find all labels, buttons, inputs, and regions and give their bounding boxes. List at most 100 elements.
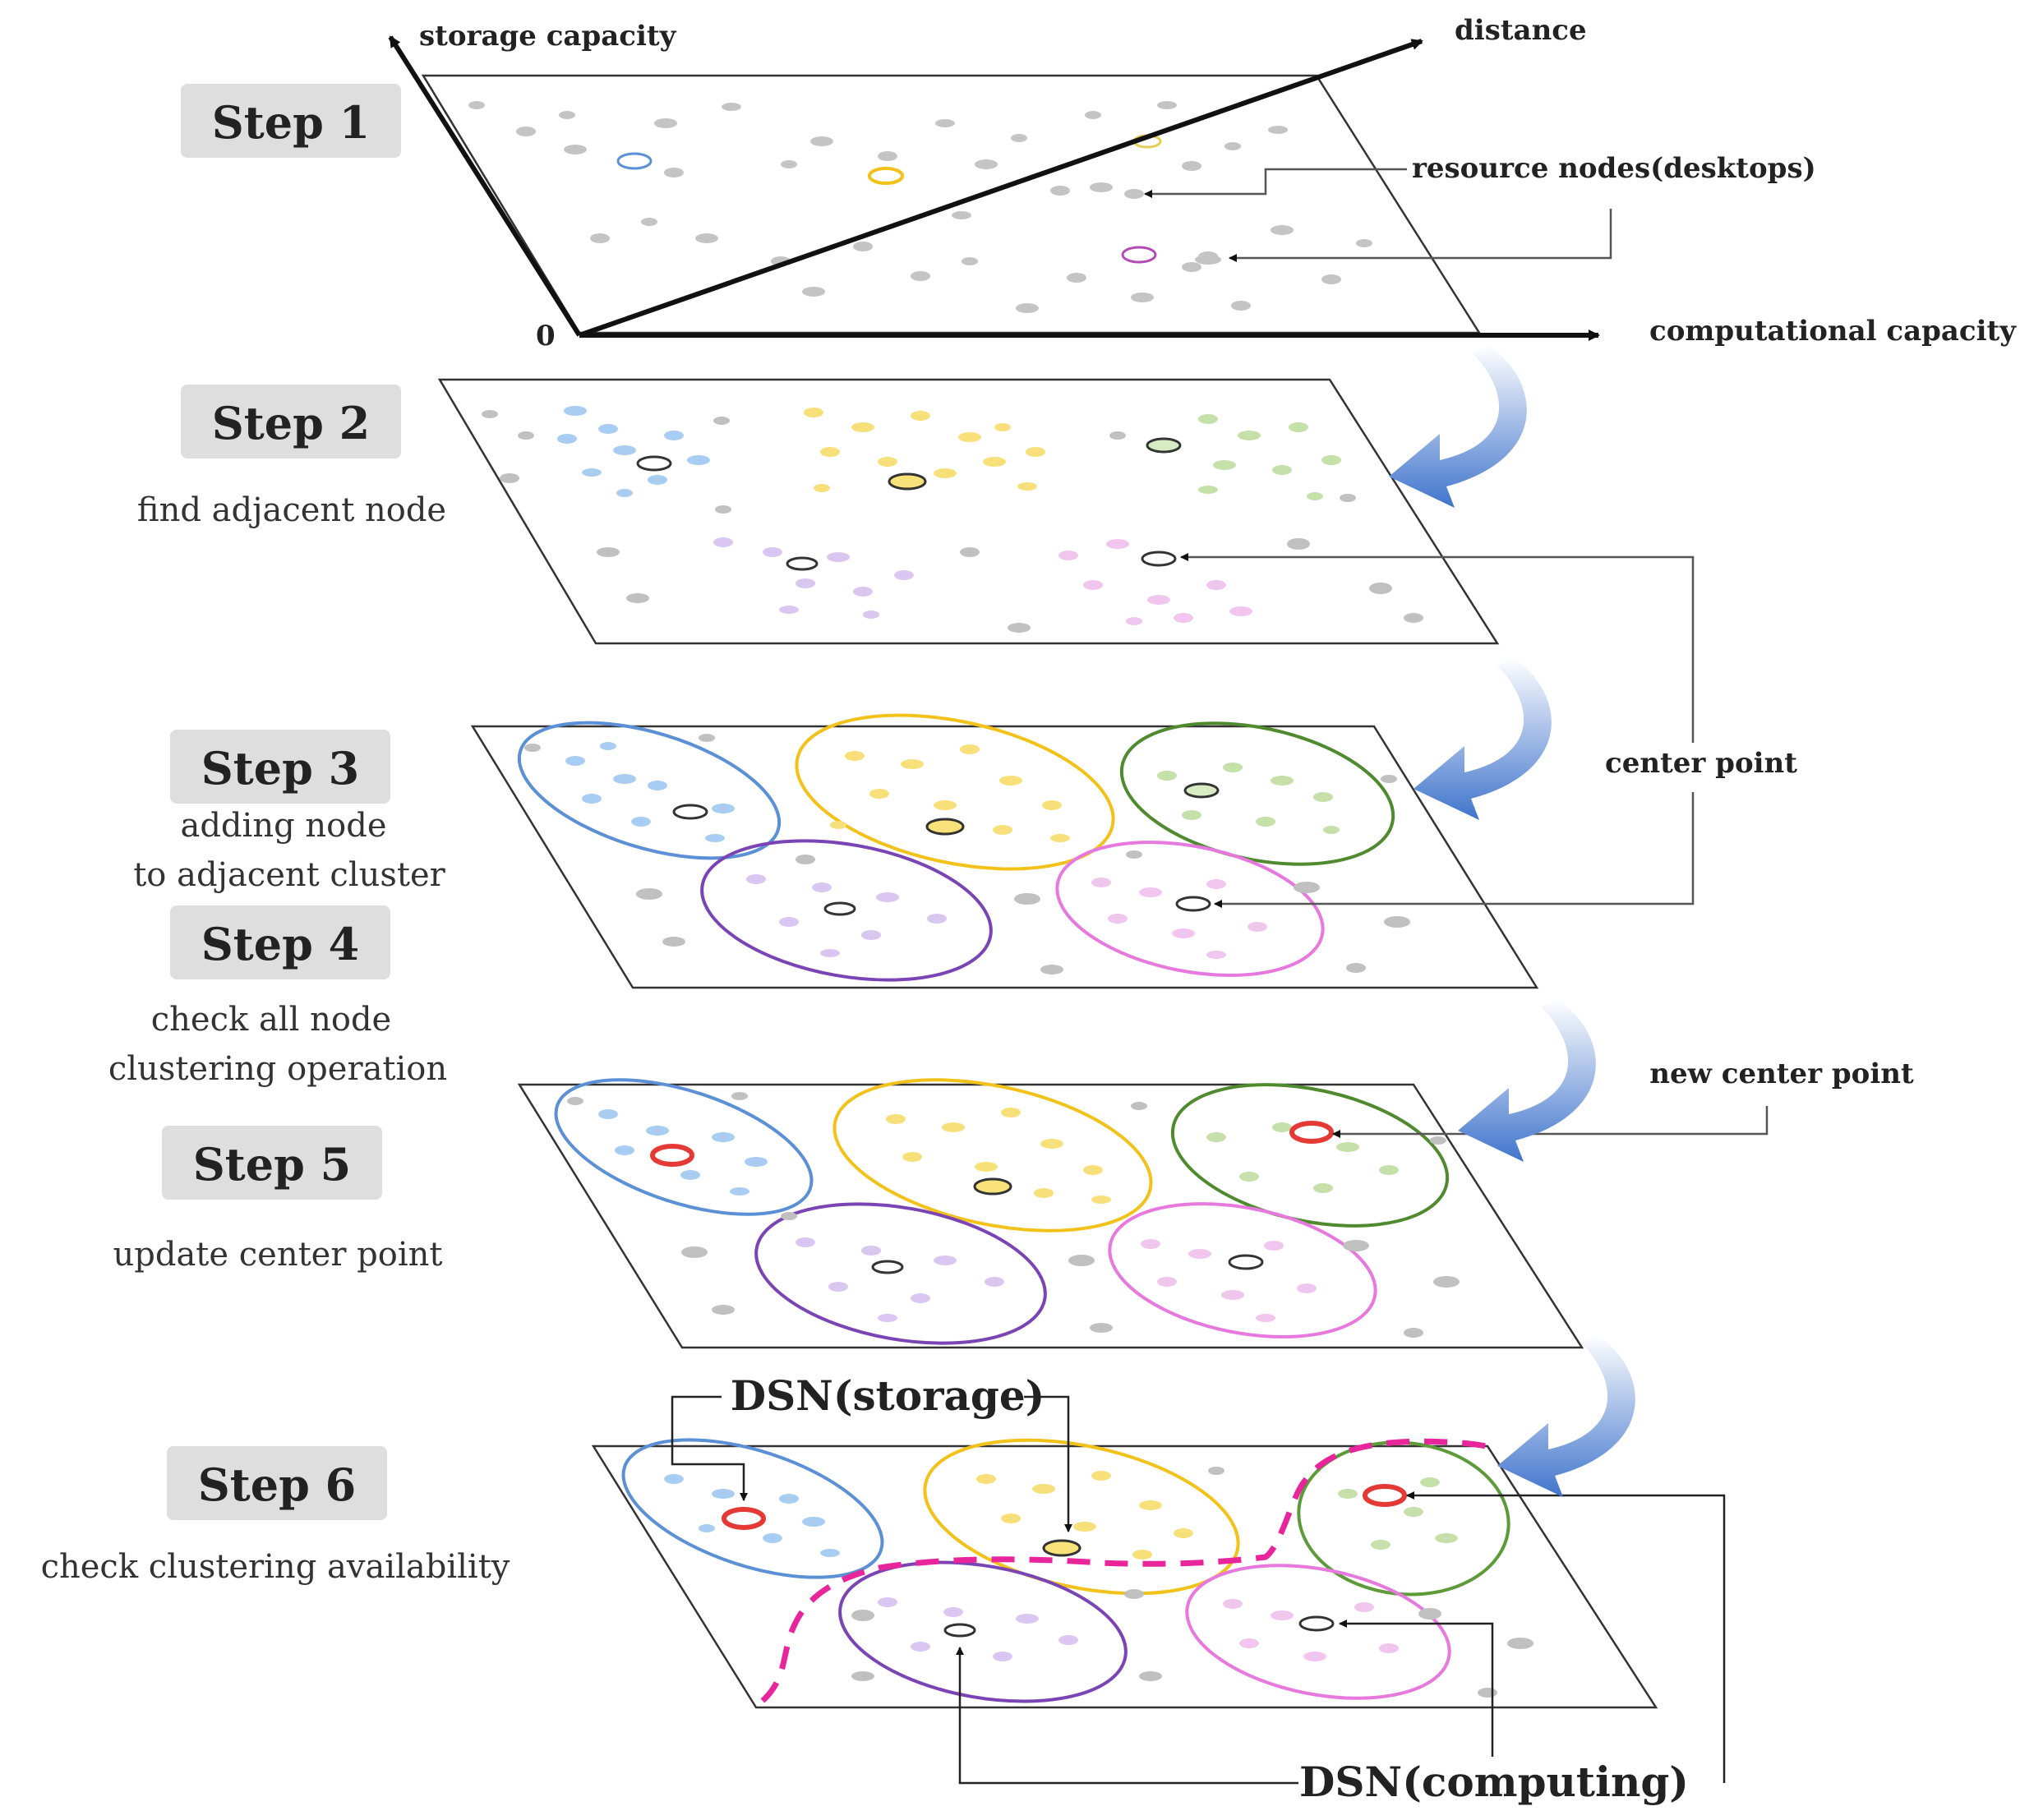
center-node-purple: [943, 1623, 976, 1638]
step-4-label: Step 4: [201, 918, 359, 970]
dsn-computing-callout: DSN(computing): [956, 1491, 1726, 1806]
step-5-description: update center point: [113, 1236, 442, 1274]
cluster-blue: [554, 1078, 814, 1216]
node-group-purple: [746, 874, 947, 957]
cluster-yellow: [923, 1438, 1240, 1596]
center-node-blue: [616, 152, 653, 170]
center-node-purple: [786, 556, 819, 571]
new-center-point-callout: new center point: [1332, 1057, 1914, 1138]
gray-node-group: [567, 1092, 1460, 1338]
cluster-purple: [838, 1560, 1128, 1703]
cluster-pink: [1055, 841, 1325, 977]
center-node-purple: [823, 901, 856, 916]
center-node-purple: [871, 1260, 904, 1274]
center-node-yellow: [973, 1177, 1012, 1196]
transition-arrow-1: [1389, 345, 1527, 508]
step-5-box: Step 5: [162, 1126, 382, 1200]
transition-arrow-4: [1497, 1334, 1635, 1497]
step-6-description: check clustering availability: [41, 1548, 510, 1586]
dsn-computing-label: DSN(computing): [1299, 1758, 1689, 1806]
center-node-green: [1146, 437, 1182, 454]
cluster-yellow: [795, 713, 1115, 871]
center-node-pink: [1175, 896, 1211, 912]
node-group-pink: [1223, 1599, 1399, 1661]
cluster-pink: [1108, 1202, 1377, 1339]
step-3-label: Step 3: [201, 742, 359, 795]
step-2-label: Step 2: [212, 397, 370, 449]
dsn-storage-label: DSN(storage): [731, 1371, 1045, 1420]
step-3-description-line-1: adding node: [180, 807, 386, 845]
layer-3-plane: [470, 713, 1539, 989]
cluster-blue: [517, 721, 782, 860]
step-2-description: find adjacent node: [137, 491, 446, 529]
center-node-blue: [636, 455, 672, 472]
step-6-box: Step 6: [167, 1446, 387, 1520]
node-group-pink: [1141, 1239, 1317, 1322]
node-group-green: [1157, 763, 1340, 834]
axis-label-storage: storage capacity: [419, 20, 677, 53]
step-2-box: Step 2: [181, 385, 401, 458]
step-4-box: Step 4: [170, 905, 390, 979]
node-group-green: [1198, 414, 1341, 500]
new-center-point-label: new center point: [1649, 1057, 1914, 1090]
step-3-description-line-2: to adjacent cluster: [133, 856, 445, 894]
gray-node-group: [851, 1467, 1533, 1698]
center-node-pink: [1141, 551, 1177, 567]
center-node-yellow: [925, 818, 965, 836]
resource-node-group: [468, 101, 1372, 313]
resource-nodes-callout: resource nodes(desktops): [1144, 152, 1816, 262]
layer-5-plane: [591, 1438, 1658, 1709]
availability-boundary-dashed-line: [760, 1438, 1494, 1703]
cluster-yellow: [832, 1078, 1153, 1233]
node-group-green: [1338, 1477, 1458, 1550]
gray-node-group: [482, 410, 1423, 633]
center-node-pink: [1298, 1615, 1335, 1632]
center-node-pink: [1121, 246, 1157, 264]
center-point-label: center point: [1605, 747, 1797, 780]
node-group-blue: [557, 406, 710, 497]
center-node-yellow: [888, 472, 927, 491]
node-group-blue: [664, 1474, 840, 1557]
node-group-purple: [878, 1597, 1078, 1661]
node-group-pink: [1091, 878, 1267, 959]
step-5-label: Step 5: [193, 1138, 351, 1191]
transition-arrow-2: [1414, 657, 1552, 820]
layer-2-plane: [437, 378, 1500, 645]
new-center-node-green: [1363, 1484, 1407, 1507]
node-group-yellow: [976, 1471, 1193, 1560]
center-node-yellow: [868, 167, 904, 185]
cluster-blue: [621, 1438, 884, 1579]
step-1-label: Step 1: [212, 96, 370, 149]
center-node-pink: [1228, 1254, 1264, 1270]
step-1-box: Step 1: [181, 84, 401, 158]
center-node-yellow: [1042, 1539, 1081, 1557]
cluster-purple: [700, 839, 993, 982]
new-center-node-blue: [722, 1507, 766, 1530]
new-center-node-green: [1289, 1121, 1334, 1144]
node-group-blue: [598, 1109, 768, 1196]
step-6-label: Step 6: [198, 1458, 356, 1511]
axis-origin: 0: [536, 320, 556, 352]
node-group-yellow: [804, 408, 1045, 492]
new-center-node-blue: [650, 1144, 694, 1167]
step-4-description-line-2: clustering operation: [108, 1050, 447, 1088]
axis-label-computational: computational capacity: [1649, 315, 2017, 348]
node-group-yellow: [830, 744, 1070, 842]
node-group-blue: [565, 742, 735, 842]
cluster-purple: [754, 1202, 1047, 1345]
transition-arrow-3: [1458, 999, 1596, 1162]
cluster-pink: [1185, 1564, 1451, 1700]
step-4-description-line-1: check all node: [151, 1001, 391, 1039]
node-group-yellow: [886, 1108, 1111, 1204]
resource-nodes-label: resource nodes(desktops): [1412, 152, 1816, 185]
axis-label-distance: distance: [1455, 14, 1587, 47]
axes: storage capacity distance computational …: [388, 14, 2017, 352]
node-group-purple: [713, 537, 914, 619]
node-group-pink: [1058, 539, 1252, 625]
node-group-purple: [796, 1237, 1004, 1322]
step-3-box: Step 3: [170, 730, 390, 804]
layer-4-plane: [517, 1078, 1584, 1349]
center-point-callout: center point: [1180, 553, 1797, 908]
dsn-storage-callout: DSN(storage): [671, 1371, 1072, 1532]
